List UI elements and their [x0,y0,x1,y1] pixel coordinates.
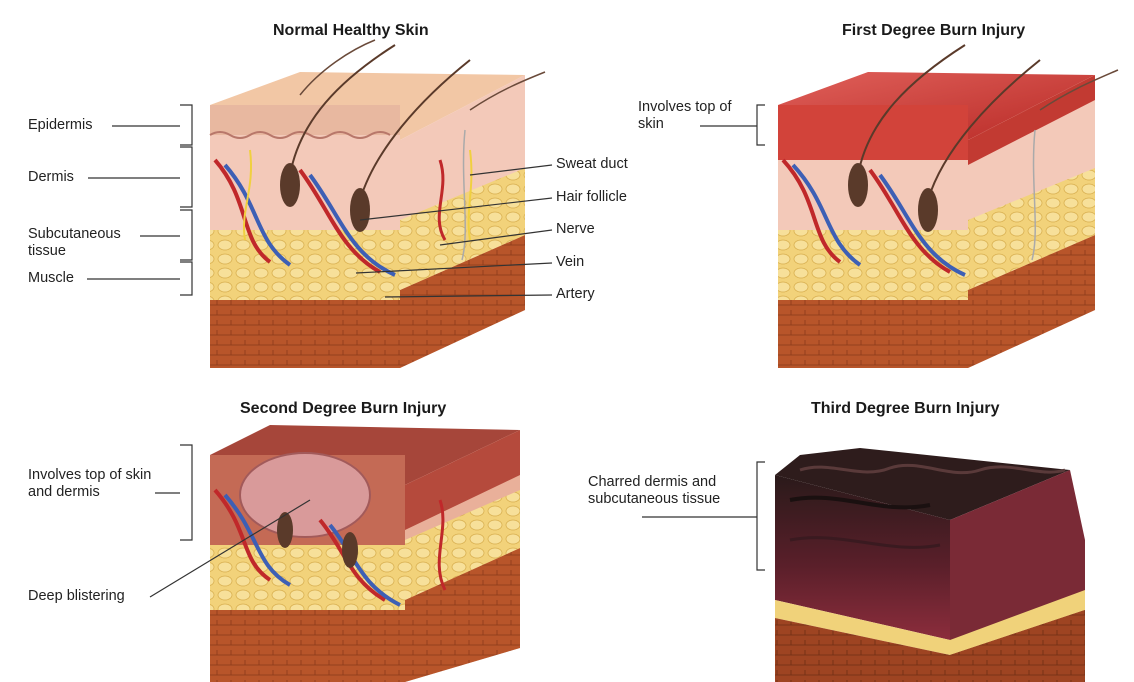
label-sweat-duct: Sweat duct [556,156,628,173]
title-normal: Normal Healthy Skin [273,22,429,40]
label-nerve: Nerve [556,221,595,238]
label-third-note: Charred dermis and subcutaneous tissue [588,474,738,508]
label-subcutaneous: Subcutaneous tissue [28,226,143,260]
label-deep-blistering: Deep blistering [28,588,125,605]
label-vein: Vein [556,254,584,271]
title-first-degree: First Degree Burn Injury [842,22,1025,40]
title-third-degree: Third Degree Burn Injury [811,400,999,418]
second-degree-block [210,425,520,682]
muscle-layer [210,300,400,368]
label-muscle: Muscle [28,270,74,287]
label-dermis: Dermis [28,169,74,186]
first-degree-block [778,45,1118,368]
label-epidermis: Epidermis [28,117,92,134]
label-artery: Artery [556,286,595,303]
label-first-note: Involves top of skin [638,99,753,133]
hair-follicle [280,163,300,207]
blister [240,453,370,537]
label-hair-follicle: Hair follicle [556,189,627,206]
label-second-note: Involves top of skin and dermis [28,467,158,501]
third-degree-block [775,448,1085,682]
title-second-degree: Second Degree Burn Injury [240,400,446,418]
